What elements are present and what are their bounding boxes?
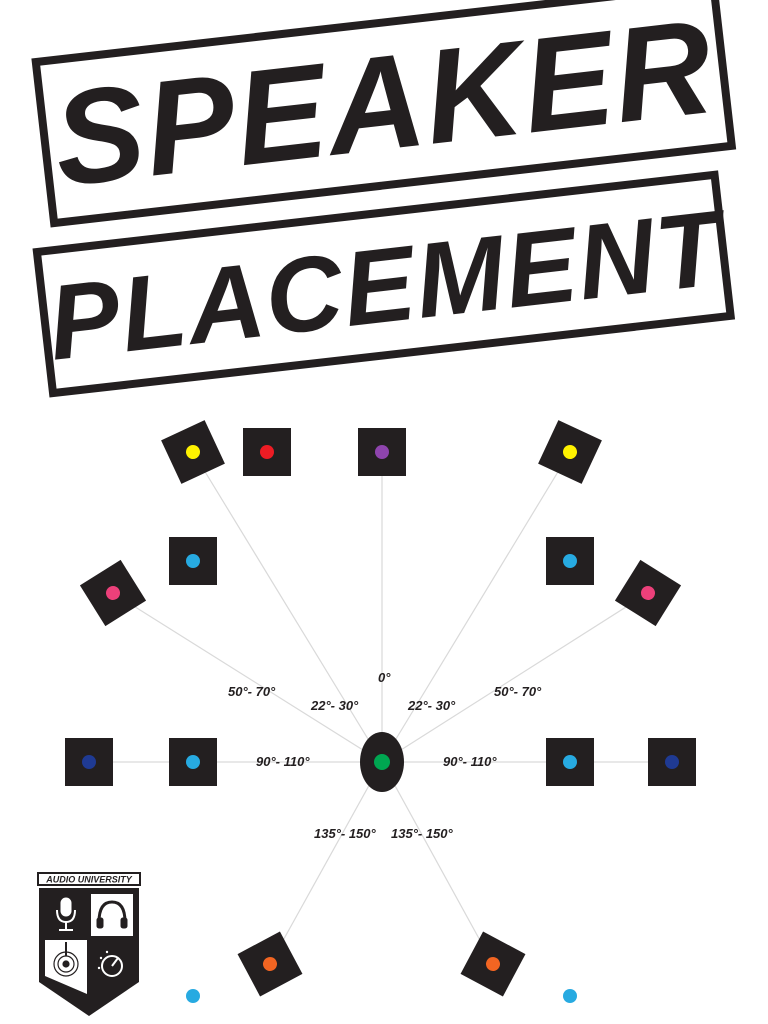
logo-banner	[37, 872, 141, 886]
angle-label-wide-left: 50°- 70°	[228, 684, 276, 699]
listener	[360, 732, 404, 792]
speaker-dot	[665, 755, 679, 769]
speaker-side-outer-right	[648, 738, 696, 786]
speaker-dot	[186, 755, 200, 769]
line-front-wide-left	[192, 451, 383, 763]
angle-label-side-left: 90°- 110°	[256, 754, 310, 769]
microphone-icon	[56, 897, 76, 931]
headphones-icon	[96, 900, 128, 929]
line-rear-right	[381, 761, 494, 965]
angle-lines	[89, 451, 672, 965]
logo-quadrant-top-right	[91, 894, 133, 936]
angle-label-front-left: 22°- 30°	[310, 698, 359, 713]
speaker-center	[358, 428, 406, 476]
angle-label-rear-right: 135°- 150°	[391, 826, 454, 841]
speaker-front-wide-right	[538, 420, 602, 484]
angle-label-rear-left: 135°- 150°	[314, 826, 377, 841]
speaker-dot	[641, 586, 655, 600]
speaker-wide-right	[614, 559, 682, 627]
speaker-rear-right	[460, 931, 526, 997]
rear-marker-left-dot	[186, 989, 200, 1003]
angle-label-side-right: 90°- 110°	[443, 754, 497, 769]
speaker-dot	[563, 445, 577, 459]
logo-title: AUDIO UNIVERSITY	[45, 875, 133, 885]
speaker-wide-left	[79, 559, 147, 627]
speaker-side-left	[169, 738, 217, 786]
speaker-dot	[260, 445, 274, 459]
speaker-dot	[375, 445, 389, 459]
knob-icon	[97, 950, 123, 977]
line-wide-left	[112, 592, 383, 763]
angle-label-front-right: 22°- 30°	[407, 698, 456, 713]
speaker-front-height-right	[546, 537, 594, 585]
speaker-front-left	[243, 428, 291, 476]
audio-university-logo: AUDIO UNIVERSITY	[37, 872, 141, 1016]
speaker-side-outer-left	[65, 738, 113, 786]
listener-dot	[374, 754, 390, 770]
speaker-dot	[263, 957, 277, 971]
speaker-front-height-left	[169, 537, 217, 585]
speaker-dot	[82, 755, 96, 769]
speaker-side-right	[546, 738, 594, 786]
angle-label-front-center: 0°	[378, 670, 391, 685]
speaker-dot	[563, 554, 577, 568]
rear-marker-right-dot	[563, 989, 577, 1003]
speaker-dot	[106, 586, 120, 600]
angle-label-wide-right: 50°- 70°	[494, 684, 542, 699]
line-wide-right	[381, 592, 649, 763]
line-rear-left	[269, 761, 383, 965]
speaker-front-wide-left	[161, 420, 225, 484]
speaker-dot	[563, 755, 577, 769]
speaker-dot	[186, 445, 200, 459]
speaker-rear-left	[237, 931, 303, 997]
speaker-dot	[486, 957, 500, 971]
speaker-dot	[186, 554, 200, 568]
line-front-wide-right	[381, 451, 571, 763]
vinyl-record-icon	[53, 942, 79, 977]
